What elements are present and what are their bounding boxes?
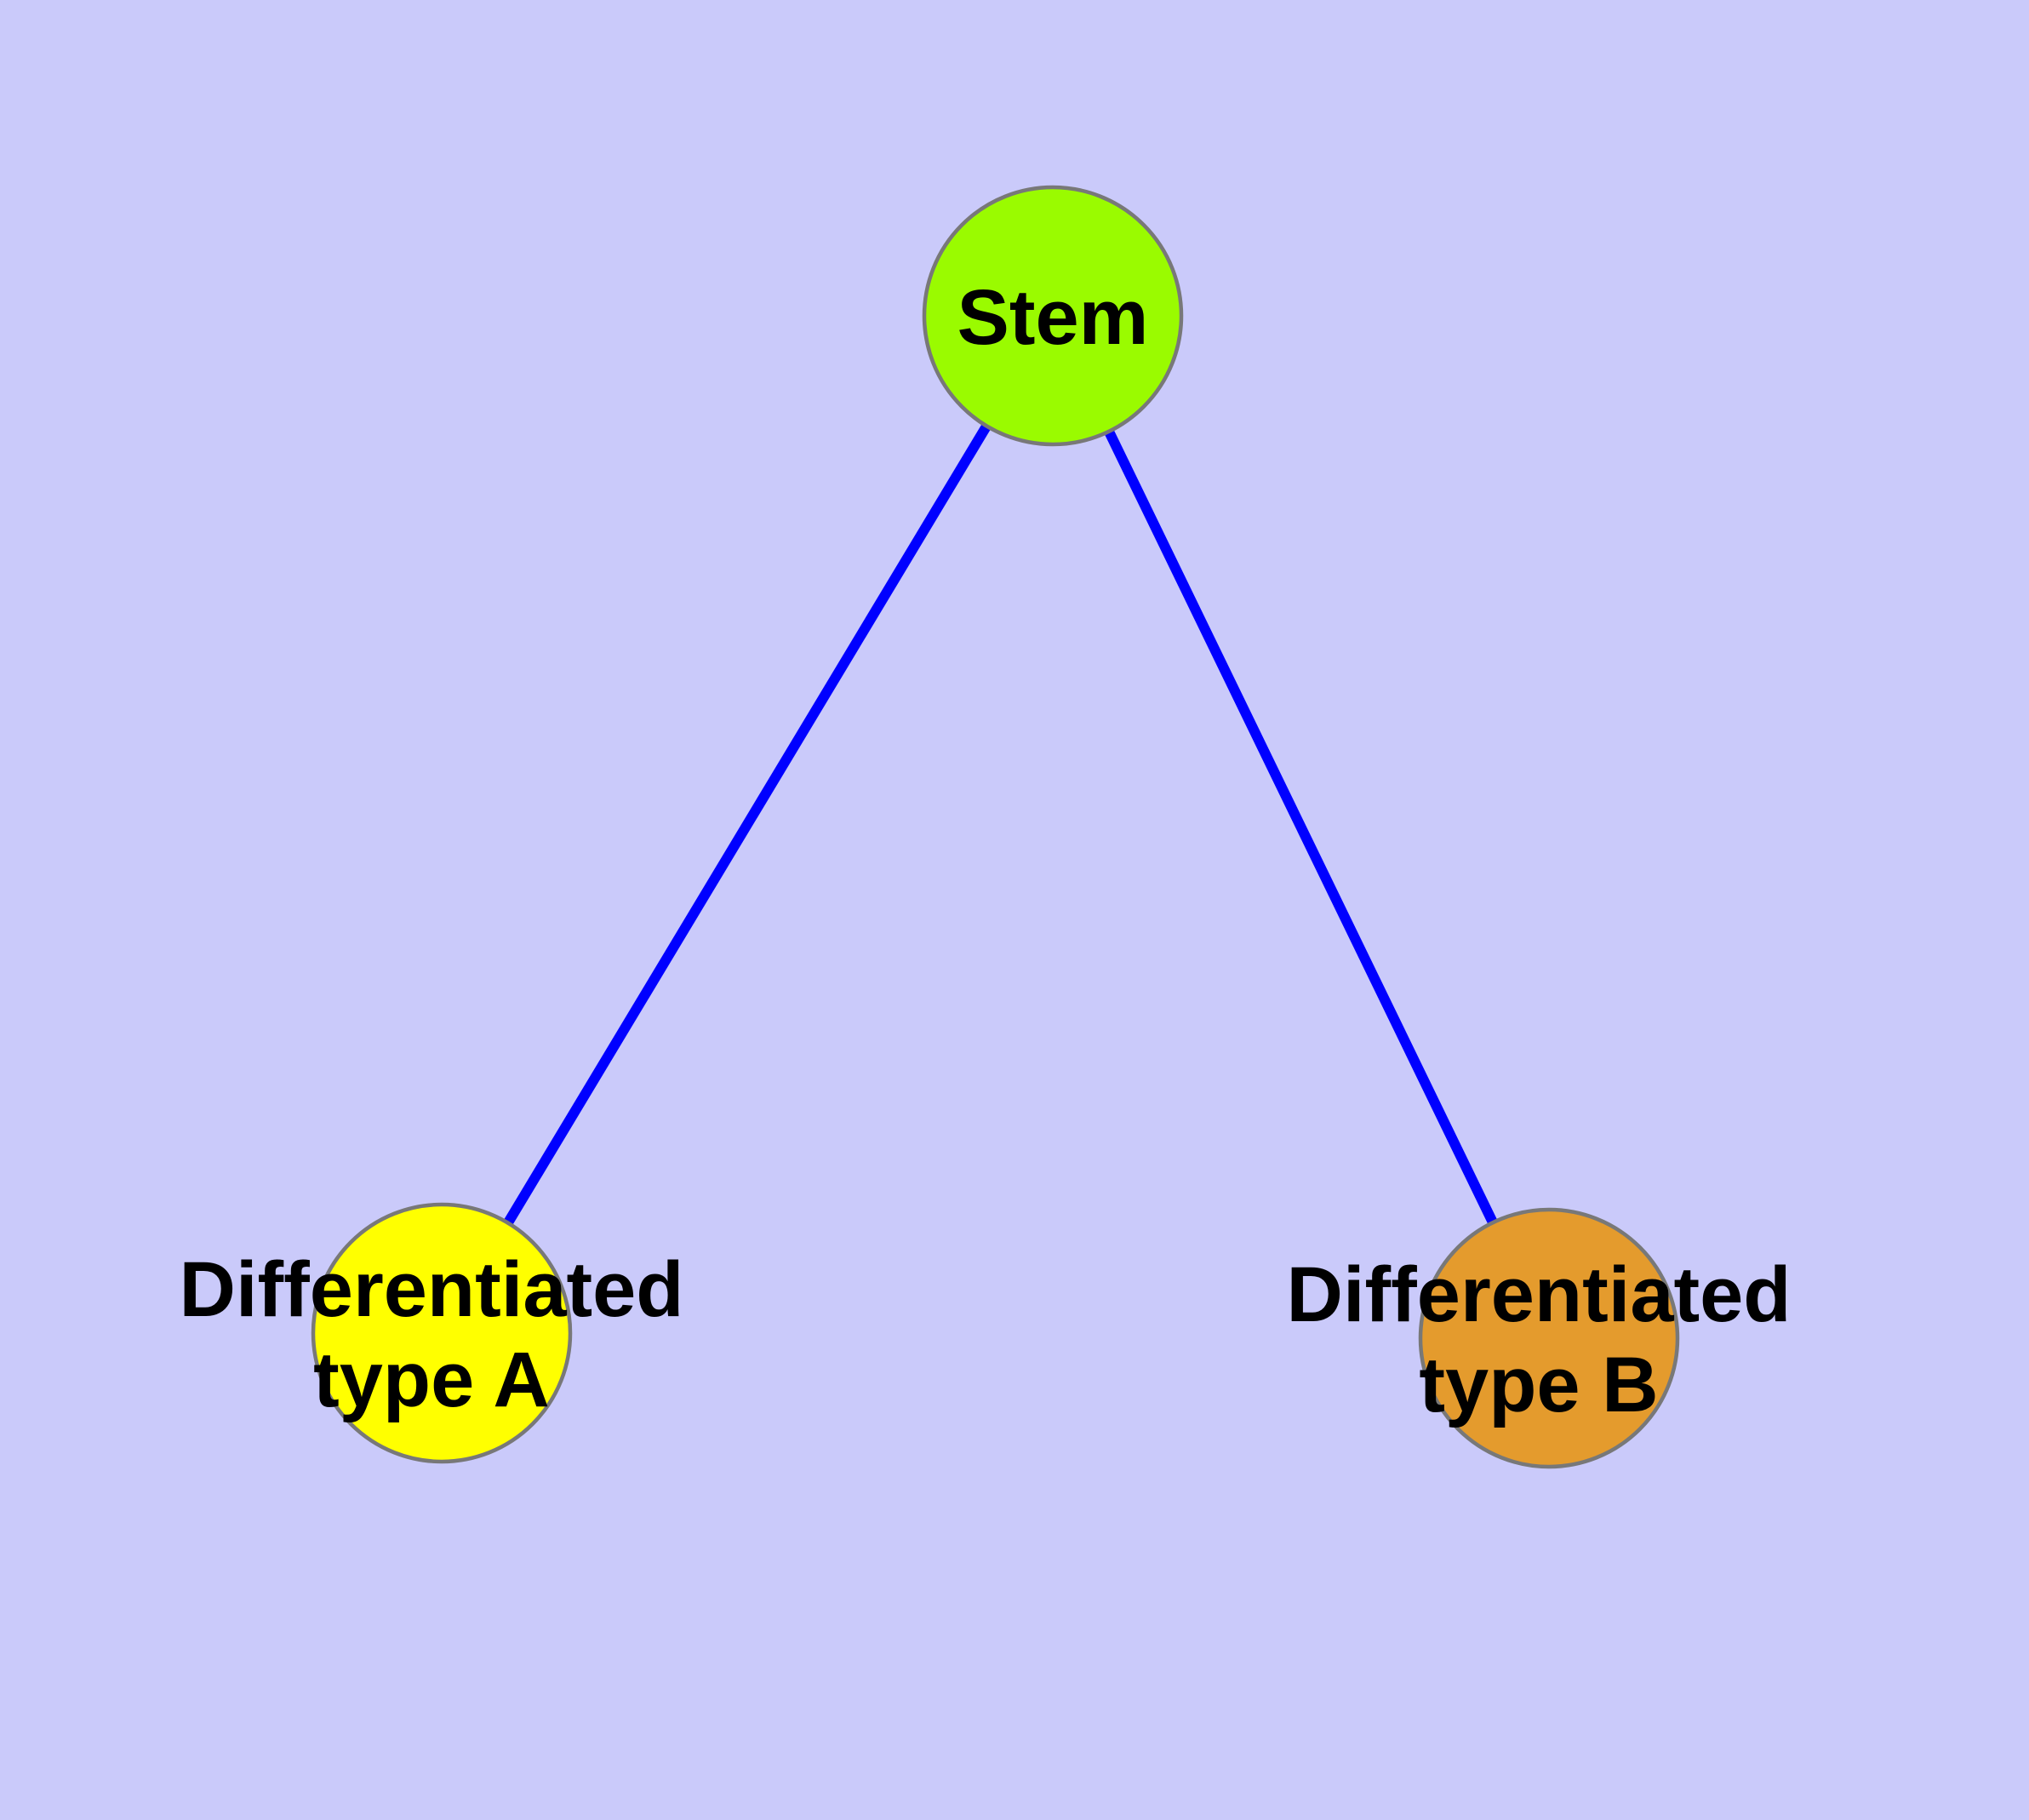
node-stem-label: Stem <box>957 274 1149 361</box>
edge-stem-to-type-a <box>437 312 1058 1336</box>
node-type-a-label-line-1: Differentiated <box>180 1246 684 1333</box>
node-type-b-label-line-1: Differentiated <box>1287 1251 1792 1338</box>
node-type-b-label-line-2: type B <box>1419 1342 1658 1428</box>
node-type-a-circle <box>311 1202 573 1464</box>
edge-stem-to-type-b <box>1048 313 1554 1341</box>
node-type-a-label-line-2: type A <box>313 1336 550 1423</box>
node-type-b-circle <box>1418 1207 1680 1469</box>
node-stem-circle <box>922 185 1184 447</box>
node-stem-label-line-1: Stem <box>957 274 1149 361</box>
